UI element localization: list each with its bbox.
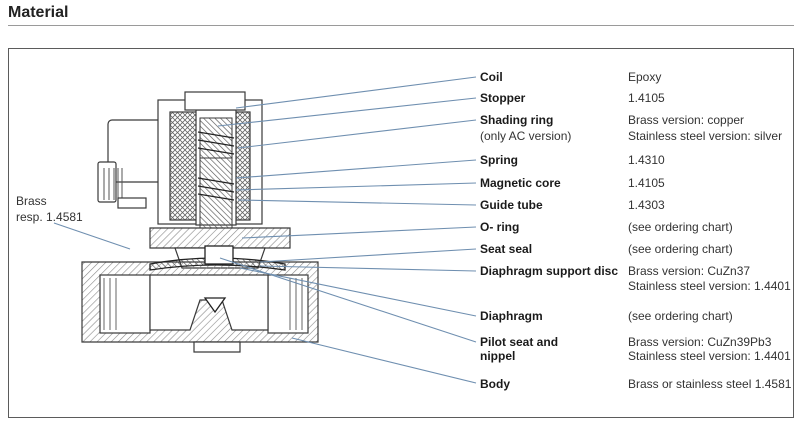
label-magnetic-core: Magnetic core	[480, 176, 561, 190]
material-pilot-seat-steel: Stainless steel version: 1.4401	[628, 349, 791, 363]
material-pilot-seat-brass: Brass version: CuZn39Pb3	[628, 335, 772, 349]
section-title: Material	[8, 4, 69, 21]
label-diaphragm: Diaphragm	[480, 309, 543, 323]
label-coil: Coil	[480, 70, 503, 84]
material-support-disc-steel: Stainless steel version: 1.4401	[628, 279, 791, 293]
material-support-disc-brass: Brass version: CuZn37	[628, 264, 751, 278]
title-divider	[8, 25, 794, 26]
label-seat-seal: Seat seal	[480, 242, 533, 256]
label-spring: Spring	[480, 153, 518, 167]
label-pilot-seat: Pilot seat and	[480, 335, 559, 349]
label-diaphragm-support-disc: Diaphragm support disc	[480, 264, 619, 278]
material-coil: Epoxy	[628, 70, 662, 84]
label-guide-tube: Guide tube	[480, 198, 543, 212]
label-stopper: Stopper	[480, 91, 526, 105]
label-shading-ring-note: (only AC version)	[480, 129, 572, 143]
material-seat-seal: (see ordering chart)	[628, 242, 733, 256]
label-pilot-seat-nippel: nippel	[480, 349, 516, 363]
material-o-ring: (see ordering chart)	[628, 220, 733, 234]
core-and-spring	[197, 117, 235, 229]
valve-body	[81, 261, 319, 353]
material-magnetic-core: 1.4105	[628, 176, 665, 190]
material-stopper: 1.4105	[628, 91, 665, 105]
leader-lines	[53, 76, 477, 384]
side-label-brass: Brass	[16, 194, 47, 208]
side-label-resp: resp. 1.4581	[16, 210, 83, 224]
material-body: Brass or stainless steel 1.4581	[628, 377, 792, 391]
diagram-frame	[8, 48, 794, 418]
label-o-ring: O- ring	[480, 220, 520, 234]
label-body: Body	[480, 377, 510, 391]
material-diaphragm: (see ordering chart)	[628, 309, 733, 323]
material-guide-tube: 1.4303	[628, 198, 665, 212]
material-spring: 1.4310	[628, 153, 665, 167]
label-shading-ring: Shading ring	[480, 113, 554, 127]
material-shading-ring-steel: Stainless steel version: silver	[628, 129, 783, 143]
material-shading-ring-brass: Brass version: copper	[628, 113, 745, 127]
